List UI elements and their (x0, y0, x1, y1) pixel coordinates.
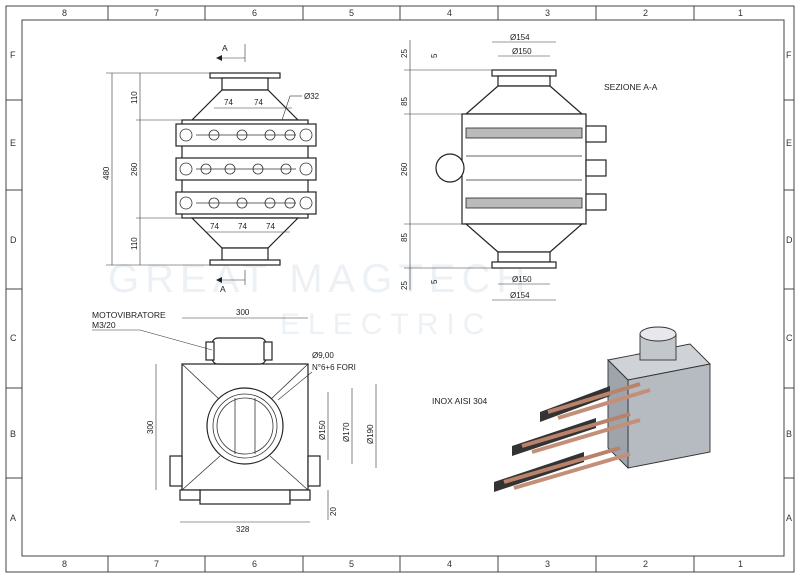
row-marker: E (10, 138, 16, 148)
bottom-outer-dim: Ø154 (510, 291, 530, 300)
row-markers-right: F E D C B A (786, 50, 793, 523)
overall-height-dim: 480 (102, 166, 111, 180)
pitch-dim: 74 (266, 222, 275, 231)
depth-dim: 300 (146, 420, 155, 434)
d190-dim: Ø190 (366, 424, 375, 444)
column-markers-top: 8 7 6 5 4 3 2 1 (62, 8, 743, 18)
cone-bottom-dim: 85 (400, 233, 409, 242)
row-marker: B (786, 429, 792, 439)
iso-drawer (494, 446, 631, 492)
motovibrator (205, 337, 273, 365)
col-marker: 6 (252, 559, 257, 569)
holes-dim-2: N°6+6 FORI (312, 363, 356, 372)
base-width-dim: 328 (236, 525, 250, 534)
hole-dim: Ø32 (304, 92, 320, 101)
row-marker: C (786, 333, 793, 343)
col-marker: 2 (643, 559, 648, 569)
top-inner-dim: Ø150 (512, 47, 532, 56)
cone-top-dim: 85 (400, 97, 409, 106)
col-marker: 7 (154, 8, 159, 18)
col-marker: 3 (545, 8, 550, 18)
foot-height-dim: 20 (329, 507, 338, 516)
drawing-frame (5, 5, 795, 573)
iso-view: INOX AISI 304 (432, 326, 711, 492)
col-marker: 2 (643, 8, 648, 18)
row-marker: E (786, 138, 792, 148)
mid-height-dim: 260 (130, 162, 139, 176)
col-marker: 3 (545, 559, 550, 569)
col-marker: 6 (252, 8, 257, 18)
pitch-dim: 74 (224, 98, 233, 107)
row-marker: B (10, 429, 16, 439)
col-marker: 8 (62, 559, 67, 569)
section-view: SEZIONE A-A Ø154 Ø150 Ø150 Ø154 25 5 85 … (400, 33, 658, 301)
column-markers-bottom: 8 7 6 5 4 3 2 1 (62, 559, 743, 569)
width-dim: 300 (236, 308, 250, 317)
section-mark-bottom: A (220, 284, 226, 294)
col-marker: 7 (154, 559, 159, 569)
pitch-dim: 74 (210, 222, 219, 231)
d170-dim: Ø170 (342, 422, 351, 442)
col-marker: 4 (447, 8, 452, 18)
watermark-line-1: GREAT MAGTECH (108, 257, 531, 301)
top-height-dim: 110 (130, 91, 139, 104)
row-marker: F (786, 50, 792, 60)
iso-drawer (512, 412, 641, 456)
flange-top-dim: 25 (400, 49, 409, 58)
holes-dim-1: Ø9,00 (312, 351, 334, 360)
pitch-dim: 74 (254, 98, 263, 107)
magnet-drawer (175, 123, 317, 147)
pitch-dim: 74 (238, 222, 247, 231)
col-marker: 1 (738, 559, 743, 569)
lip-bottom-dim: 5 (430, 279, 439, 284)
drawer-handles (585, 125, 607, 211)
row-markers-left: F E D C B A (10, 50, 17, 523)
top-outer-dim: Ø154 (510, 33, 530, 42)
lip-top-dim: 5 (430, 53, 439, 58)
row-marker: F (10, 50, 16, 60)
row-marker: A (786, 513, 792, 523)
watermark: GREAT MAGTECH ELECTRIC (108, 257, 531, 341)
material-label: INOX AISI 304 (432, 396, 488, 406)
col-marker: 1 (738, 8, 743, 18)
section-title: SEZIONE A-A (604, 82, 658, 92)
flange-bottom-dim: 25 (400, 281, 409, 290)
col-marker: 8 (62, 8, 67, 18)
bottom-inner-dim: Ø150 (512, 275, 532, 284)
magnet-drawer (175, 191, 317, 215)
watermark-line-2: ELECTRIC (280, 308, 492, 341)
section-mark-top: A (222, 43, 228, 53)
top-view: MOTOVIBRATORE M3/20 300 300 Ø9,00 N°6+6 … (92, 308, 377, 534)
magnet-drawer (175, 157, 317, 181)
row-marker: D (786, 235, 793, 245)
row-marker: D (10, 235, 17, 245)
bottom-height-dim: 110 (130, 237, 139, 250)
motor-label-line2: M3/20 (92, 320, 116, 330)
front-view: A A 74 74 Ø32 74 74 74 480 110 260 110 (102, 43, 320, 294)
row-marker: A (10, 513, 16, 523)
iso-drawer (540, 382, 651, 422)
motor-label-line1: MOTOVIBRATORE (92, 310, 166, 320)
d150-dim: Ø150 (318, 420, 327, 440)
mid-height-dim: 260 (400, 162, 409, 176)
col-marker: 4 (447, 559, 452, 569)
col-marker: 5 (349, 559, 354, 569)
row-marker: C (10, 333, 17, 343)
col-marker: 5 (349, 8, 354, 18)
